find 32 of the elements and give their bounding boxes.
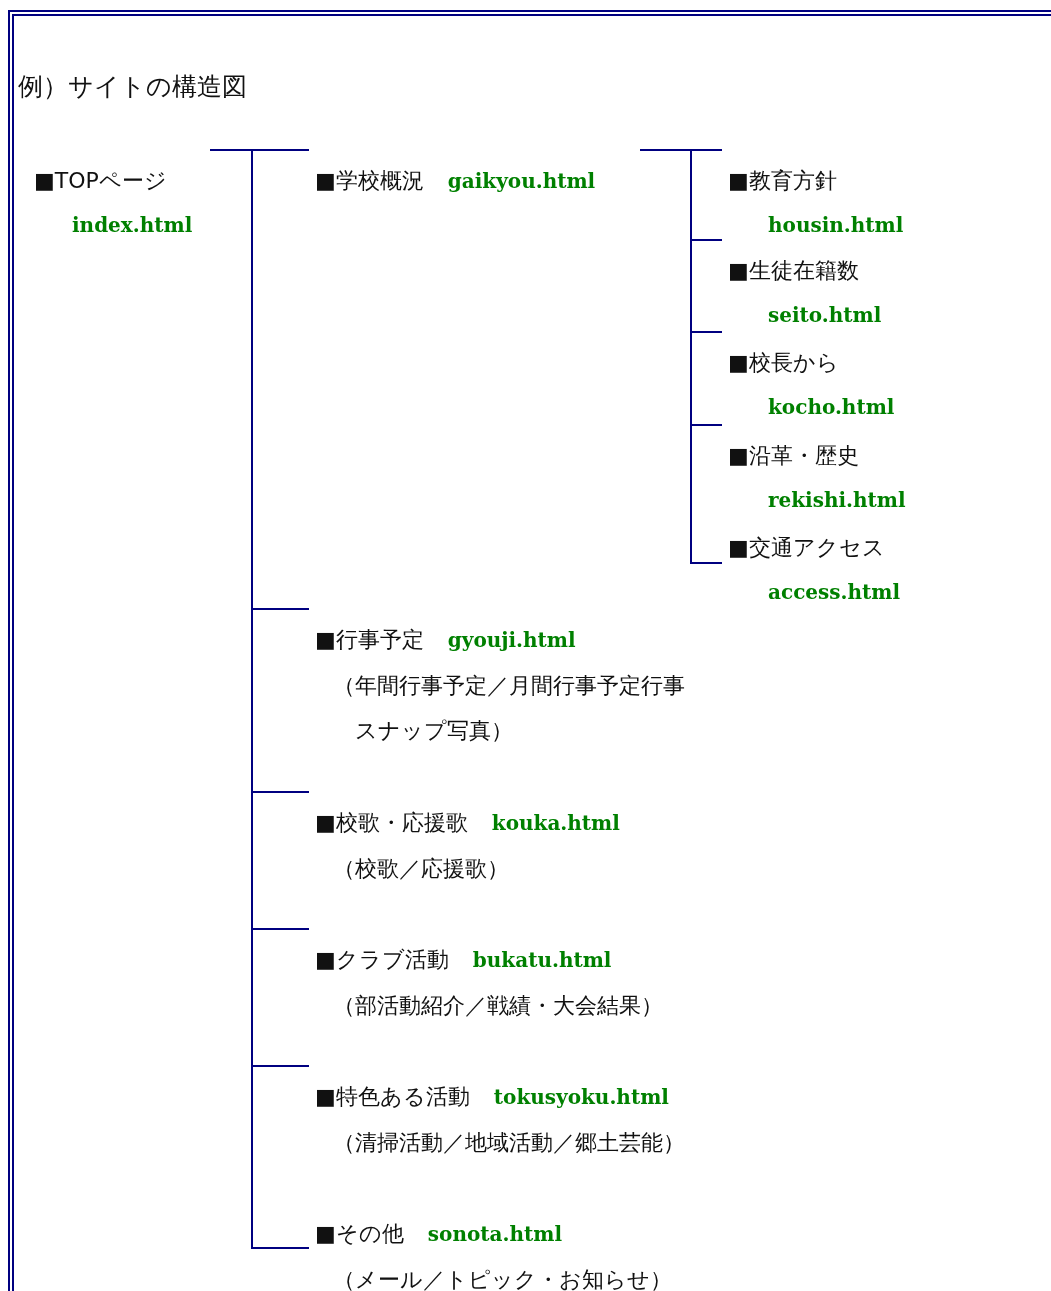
page-title: ■TOPページ [34, 168, 167, 193]
file-name: bukatu.html [472, 948, 612, 972]
file-name: kocho.html [768, 394, 895, 421]
file-name: gaikyou.html [447, 169, 596, 193]
file-name: access.html [768, 579, 901, 606]
page-title: ■沿革・歴史 [728, 443, 859, 468]
tree-connector [639, 149, 723, 564]
page-title: ■その他 [315, 1221, 404, 1246]
page-title: ■教育方針 [728, 168, 837, 193]
file-name: housin.html [768, 212, 904, 239]
file-name: index.html [72, 212, 193, 239]
file-name: kouka.html [491, 811, 620, 835]
page-title: ■校歌・応援歌 [315, 810, 468, 835]
file-name: rekishi.html [768, 487, 906, 514]
file-name: sonota.html [427, 1222, 562, 1246]
page-title: ■学校概況 [315, 168, 424, 193]
page-title: ■行事予定 [315, 627, 424, 652]
tree-connector [209, 149, 310, 1249]
page-description: （年間行事予定／月間行事予定行事スナップ写真） [333, 672, 686, 745]
file-name: gyouji.html [447, 628, 576, 652]
page-description: （校歌／応援歌） [333, 855, 510, 883]
page-title: ■生徒在籍数 [728, 258, 859, 283]
page-title: ■クラブ活動 [315, 947, 449, 972]
page-description: （清掃活動／地域活動／郷土芸能） [333, 1129, 686, 1157]
page-title: ■特色ある活動 [315, 1084, 470, 1109]
page-title: ■交通アクセス [728, 535, 885, 560]
diagram-title: 例）サイトの構造図 [18, 71, 247, 103]
file-name: tokusyoku.html [493, 1085, 669, 1109]
page-title: ■校長から [728, 350, 839, 375]
page-description: （メール／トピック・お知らせ） [333, 1266, 673, 1291]
page-description: （部活動紹介／戦績・大会結果） [333, 992, 664, 1020]
file-name: seito.html [768, 302, 882, 329]
